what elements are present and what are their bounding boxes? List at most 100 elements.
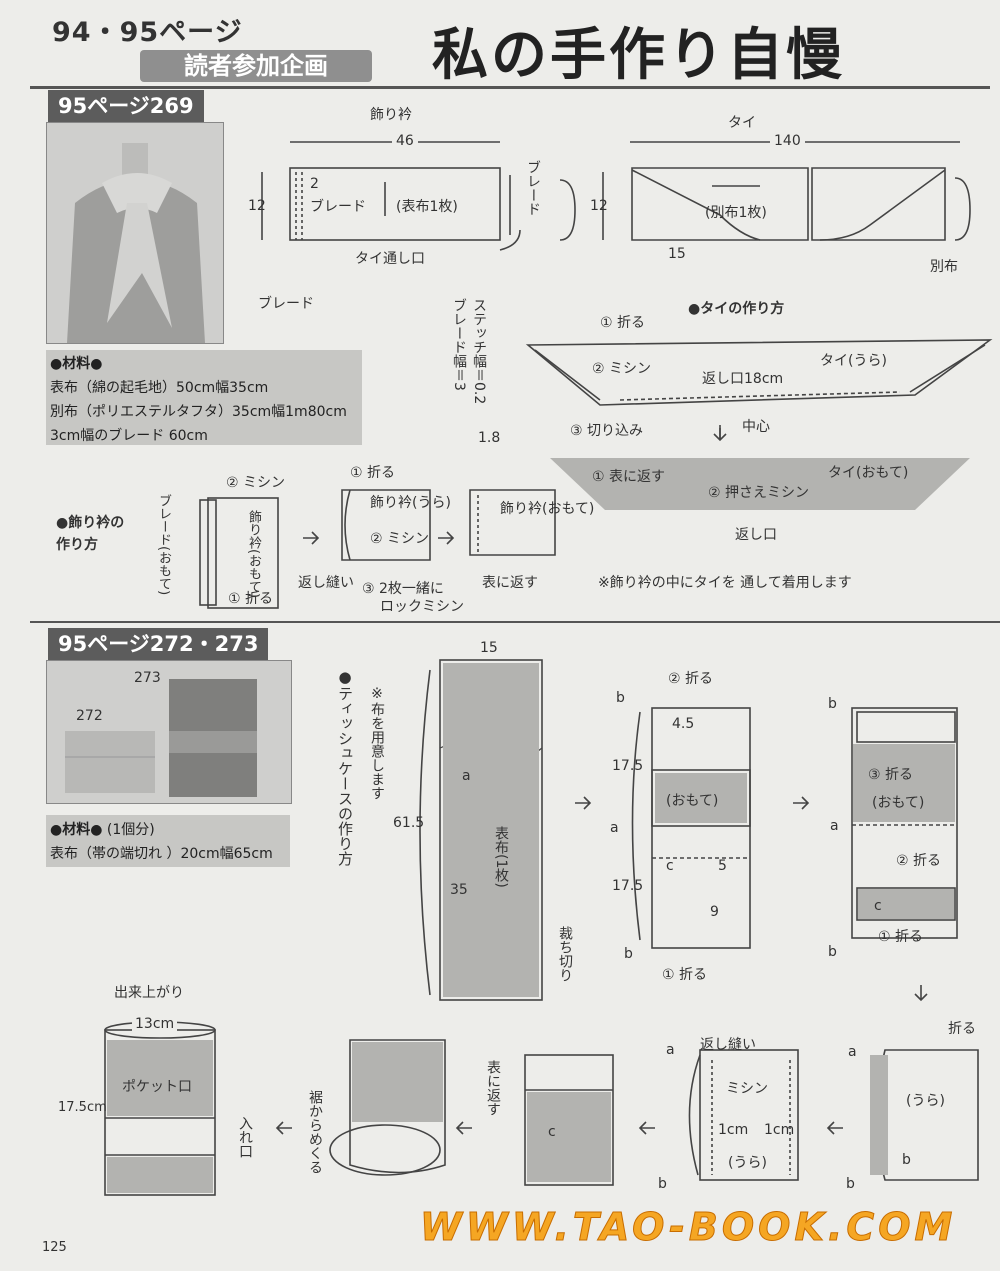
materials-1: ●材料● 表布（綿の起毛地）50cm幅35cm 別布（ポリエステルタフタ）35c… xyxy=(50,352,347,448)
page-reference: 94・95ページ xyxy=(52,17,243,48)
tie-turn: ① 表に返す xyxy=(592,469,666,485)
material-item-2: 表布（帯の端切れ ）20cm幅65cm xyxy=(50,846,273,862)
tie-fabric: (別布1枚) xyxy=(705,205,767,221)
collar-note: ※飾り衿の中にタイを 通して着用します xyxy=(598,575,852,591)
tissue-cut: 裁ち切り xyxy=(557,926,573,982)
collar-photo-drawing xyxy=(47,123,223,343)
tie-howto-heading: ●タイの作り方 xyxy=(688,301,785,317)
step2-175b: 17.5 xyxy=(612,878,644,894)
collar-lock-2: ロックミシン xyxy=(380,599,464,615)
collar-howto-heading-text: ●飾り衿の作り方 xyxy=(56,515,125,553)
tie-diagram-title: タイ xyxy=(728,115,756,131)
tissue-fabric: 表布(1枚) xyxy=(493,826,509,888)
materials-heading: ●材料● xyxy=(50,356,103,372)
collar-width: 46 xyxy=(392,133,418,149)
step7-invert: 裾からめくる xyxy=(307,1090,323,1174)
tie-fold: ① 折る xyxy=(600,315,646,331)
stitch-note-2: ブレード幅＝3 xyxy=(451,298,467,391)
material-item: 3cm幅のブレード 60cm xyxy=(50,428,208,444)
page-number: 125 xyxy=(42,1240,67,1255)
step3-fold1: ① 折る xyxy=(878,929,924,945)
step3-fold3: ③ 折る xyxy=(868,767,914,783)
header-divider xyxy=(30,86,990,89)
step5-sew: ミシン xyxy=(726,1081,768,1097)
tie-cut: ③ 切り込み xyxy=(570,423,644,439)
tissue-width: 15 xyxy=(480,640,498,656)
step2-fold2: ② 折る xyxy=(668,671,714,687)
step6-c: c xyxy=(548,1124,556,1140)
material-item: 表布（綿の起毛地）50cm幅35cm xyxy=(50,380,269,396)
collar-sew-2: ② ミシン xyxy=(370,531,430,547)
collar-fold-1: ① 折る xyxy=(228,591,274,607)
material-item: 別布（ポリエステルタフタ）35cm幅1m80cm xyxy=(50,404,347,420)
finished-height: 17.5cm xyxy=(58,1100,107,1115)
collar-braid-bottom: ブレード xyxy=(258,296,314,312)
step5-1cm-a: 1cm xyxy=(718,1122,749,1138)
step5-1cm-b: 1cm xyxy=(764,1122,795,1138)
tie-front: タイ(おもて) xyxy=(828,465,909,481)
step2-9: 9 xyxy=(710,904,719,920)
photo-label-273: 273 xyxy=(134,670,161,686)
step5-return: 返し縫い xyxy=(700,1037,756,1053)
tissue-a: a xyxy=(462,768,471,784)
tissue-case-photo-drawing xyxy=(47,661,291,803)
stitch-note-1: ステッチ幅＝0.2 xyxy=(471,298,487,405)
step5-b: b xyxy=(658,1176,667,1192)
step3-b2: b xyxy=(828,944,837,960)
step3-b: b xyxy=(828,696,837,712)
step2-175a: 17.5 xyxy=(612,758,644,774)
tissue-35: 35 xyxy=(450,882,468,898)
tie-width: 140 xyxy=(770,133,805,149)
section-label-272-273: 95ページ272・273 xyxy=(48,628,269,660)
step4-fold: 折る xyxy=(948,1021,976,1037)
tie-15: 15 xyxy=(668,246,686,262)
collar-lock: ③ 2枚一緒に xyxy=(362,581,444,597)
tissue-height: 61.5 xyxy=(393,815,425,831)
tie-press: ② 押さえミシン xyxy=(708,485,810,501)
tie-bekkfu: 別布 xyxy=(930,259,958,275)
collar-diagram-title: 飾り衿 xyxy=(370,107,412,123)
materials-2: ●材料● (1個分) 表布（帯の端切れ ）20cm幅65cm xyxy=(50,818,273,866)
collar-sew: ② ミシン xyxy=(226,475,286,491)
subtitle-badge: 読者参加企画 xyxy=(140,50,372,82)
step4-back: (うら) xyxy=(906,1093,945,1109)
page-title: 私の手作り自慢 xyxy=(432,23,845,88)
tie-opening: 返し口18cm xyxy=(702,371,784,387)
collar-howto-heading: ●飾り衿の作り方 xyxy=(56,512,128,556)
step5-back: (うら) xyxy=(728,1155,767,1171)
collar-front-2: 飾り衿(おもて) xyxy=(500,501,595,517)
collar-fabric: (表布1枚) xyxy=(396,199,458,215)
finished-pocket: ポケット口 xyxy=(122,1079,192,1095)
collar-front: 飾り衿(おもて) xyxy=(246,510,261,599)
step3-a: a xyxy=(830,818,839,834)
step2-a: a xyxy=(610,820,619,836)
collar-height: 12 xyxy=(248,198,266,214)
collar-braid-vertical: ブレード xyxy=(525,160,541,216)
collar-back: 飾り衿(うら) xyxy=(370,495,451,511)
step3-front: (おもて) xyxy=(872,795,925,811)
collar-fold-2: ① 折る xyxy=(350,465,396,481)
stitch-extra: 1.8 xyxy=(478,430,501,446)
step2-front: (おもて) xyxy=(666,793,719,809)
step4-b: b xyxy=(902,1152,911,1168)
step3-c: c xyxy=(874,898,882,914)
tie-height: 12 xyxy=(590,198,608,214)
finished-insert: 入れ口 xyxy=(237,1116,253,1158)
section-label-269: 95ページ269 xyxy=(48,90,204,122)
collar-braid-front: ブレード(おもて) xyxy=(156,494,171,596)
step3-fold2: ② 折る xyxy=(896,853,942,869)
photo-label-272: 272 xyxy=(76,708,103,724)
finished-title: 出来上がり xyxy=(114,985,184,1001)
tie-opening-2: 返し口 xyxy=(735,527,777,543)
collar-2: 2 xyxy=(310,176,319,192)
step2-c: c xyxy=(666,858,674,874)
collar-return-stitch: 返し縫い xyxy=(298,575,354,591)
materials-band-1 xyxy=(46,350,362,445)
step4-b2: b xyxy=(846,1176,855,1192)
tissue-case-photo xyxy=(46,660,292,804)
step2-b: b xyxy=(616,690,625,706)
collar-photo xyxy=(46,122,224,344)
watermark: WWW.TAO-BOOK.COM xyxy=(419,1205,957,1250)
